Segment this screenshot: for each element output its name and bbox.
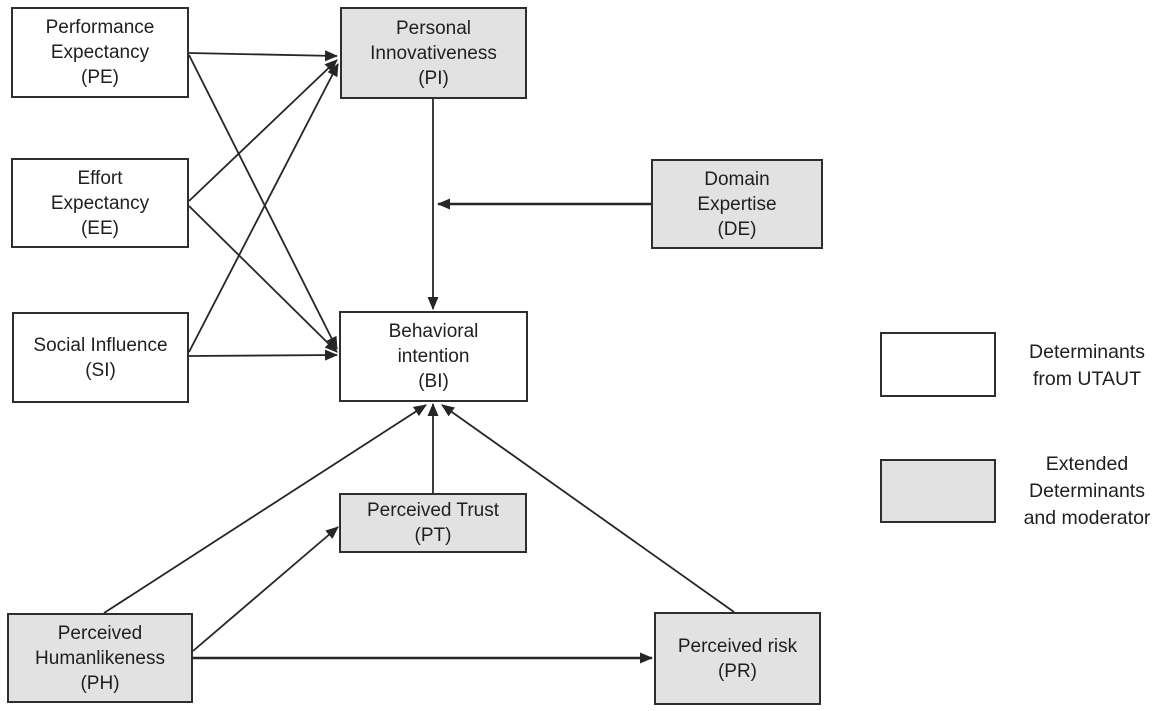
node-personal-innovativeness: Personal Innovativeness (PI)	[340, 7, 527, 99]
node-perceived-trust-label: Perceived Trust (PT)	[367, 500, 499, 546]
arrow-ee-bi	[188, 205, 338, 353]
node-behavioral-intention: Behavioral intention (BI)	[339, 311, 528, 402]
node-domain-expertise: Domain Expertise (DE)	[651, 159, 823, 249]
arrow-ee-pi	[188, 59, 338, 202]
node-perceived-risk-label: Perceived risk (PR)	[677, 635, 798, 682]
node-effort-expectancy: Effort Expectancy (EE)	[11, 158, 189, 248]
node-performance-expectancy: Performance Expectancy (PE)	[11, 7, 189, 98]
node-social-influence: Social Influence (SI)	[12, 312, 189, 403]
arrow-pr-bi	[441, 404, 735, 613]
node-personal-innovativeness-label: Personal Innovativeness (PI)	[370, 17, 497, 89]
node-domain-expertise-label: Domain Expertise (DE)	[697, 168, 777, 240]
arrow-ph-bi	[103, 404, 427, 614]
node-perceived-trust: Perceived Trust (PT)	[339, 493, 527, 553]
arrow-pe-pi	[188, 50, 338, 62]
legend-utaut-swatch	[880, 332, 996, 397]
node-performance-expectancy-label: Performance Expectancy (PE)	[45, 17, 155, 88]
arrow-pe-bi	[188, 54, 338, 350]
node-perceived-humanlikeness-label: Perceived Humanlikeness (PH)	[35, 622, 165, 694]
node-social-influence-label: Social Influence (SI)	[33, 334, 168, 381]
legend-extended-swatch	[880, 459, 996, 523]
arrow-si-pi	[188, 63, 339, 353]
legend-utaut-label: Determinants from UTAUT	[1029, 341, 1145, 390]
node-perceived-risk: Perceived risk (PR)	[654, 612, 821, 705]
node-perceived-humanlikeness: Perceived Humanlikeness (PH)	[7, 613, 193, 703]
arrow-si-bi	[188, 349, 338, 361]
node-effort-expectancy-label: Effort Expectancy (EE)	[50, 167, 150, 239]
arrow-ph-pt	[192, 526, 339, 652]
legend-extended-label: Extended Determinants and moderator	[1023, 453, 1151, 529]
node-behavioral-intention-label: Behavioral intention (BI)	[388, 321, 479, 392]
